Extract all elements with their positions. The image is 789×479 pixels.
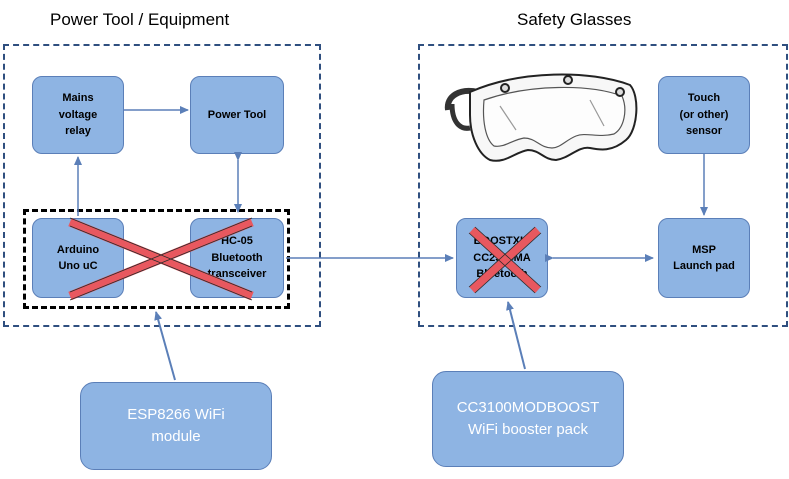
arrow-esp-to-box bbox=[154, 311, 176, 381]
arrow-cc3100-to-boost bbox=[506, 301, 526, 370]
power-tool-block: Power Tool bbox=[190, 76, 284, 154]
red-x-over-boost bbox=[469, 227, 541, 293]
cc3100-block: CC3100MODBOOST WiFi booster pack bbox=[432, 371, 624, 467]
esp8266-block: ESP8266 WiFi module bbox=[80, 382, 272, 470]
touch-sensor-block: Touch (or other) sensor bbox=[658, 76, 750, 154]
red-x-over-replaced bbox=[68, 217, 254, 301]
power-tool-group bbox=[3, 44, 321, 327]
replaced-modules-box bbox=[23, 209, 290, 309]
safety-glasses-heading: Safety Glasses bbox=[517, 10, 632, 29]
mains-relay-block: Mains voltage relay bbox=[32, 76, 124, 154]
power-tool-heading: Power Tool / Equipment bbox=[50, 10, 230, 29]
safety-goggles-illustration bbox=[444, 73, 638, 162]
msp-launchpad-block: MSP Launch pad bbox=[658, 218, 750, 298]
safety-glasses-group bbox=[418, 44, 788, 327]
